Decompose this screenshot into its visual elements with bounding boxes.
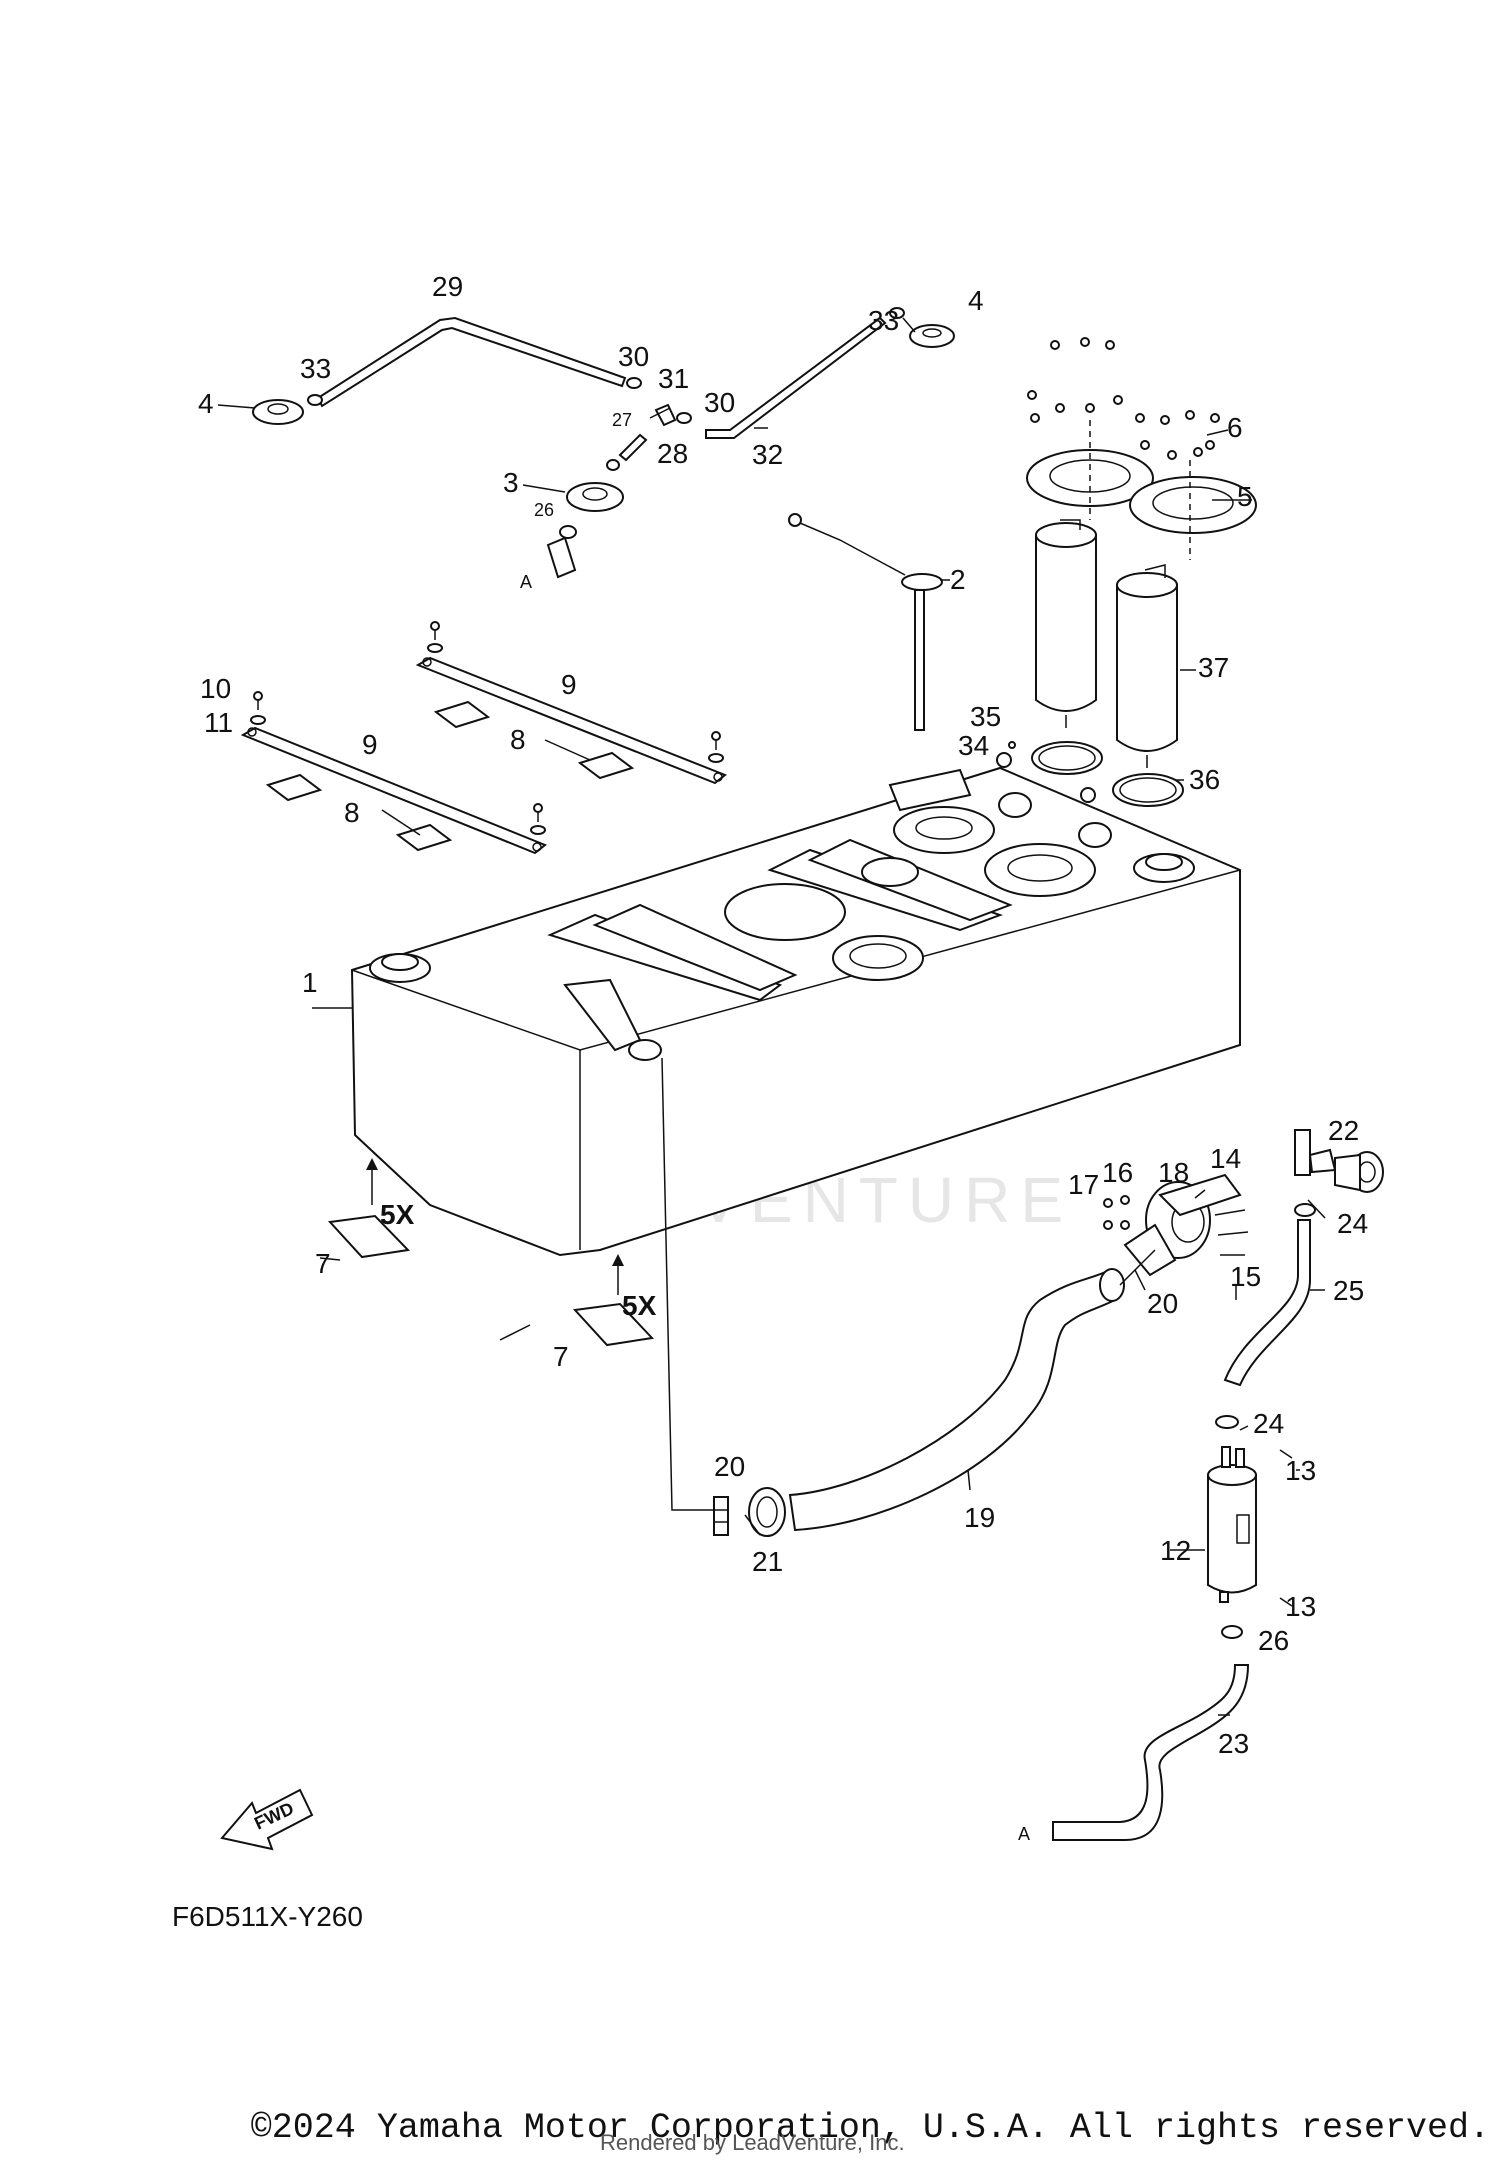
callout-7: 7 bbox=[315, 1248, 331, 1279]
charcoal-canister-12[interactable] bbox=[1207, 1446, 1257, 1603]
callout-14: 14 bbox=[1210, 1143, 1241, 1174]
callout-26b: 26 bbox=[1258, 1625, 1289, 1656]
grommet-21[interactable] bbox=[748, 1487, 786, 1537]
callout-9: 9 bbox=[362, 729, 378, 760]
callout-28: 28 bbox=[657, 438, 688, 469]
rollover-valve-22[interactable] bbox=[1294, 1129, 1384, 1193]
callout-35: 35 bbox=[970, 701, 1001, 732]
bolts-washers-10-11[interactable] bbox=[250, 621, 724, 835]
callout-numbers: 1 2 3 4 4 5 6 7 7 8 8 9 9 10 11 12 13 13… bbox=[198, 271, 1368, 1759]
diagram-code: F6D511X-Y260 bbox=[172, 1901, 363, 1932]
callout-5: 5 bbox=[1237, 481, 1253, 512]
check-valve-31-joint-28[interactable] bbox=[606, 403, 677, 471]
copyright-text: ©2024 Yamaha Motor Corporation, U.S.A. A… bbox=[250, 2108, 1490, 2148]
leader-lines bbox=[217, 317, 1326, 1716]
fuel-tank[interactable] bbox=[350, 766, 1241, 1257]
fuel-pump-37-left[interactable] bbox=[1035, 519, 1097, 728]
callout-19: 19 bbox=[964, 1502, 995, 1533]
callout-8: 8 bbox=[344, 797, 360, 828]
callout-8b: 8 bbox=[510, 724, 526, 755]
callout-15: 15 bbox=[1230, 1261, 1261, 1292]
callout-9b: 9 bbox=[561, 669, 577, 700]
callout-18: 18 bbox=[1158, 1157, 1189, 1188]
callout-22: 22 bbox=[1328, 1115, 1359, 1146]
callout-33: 33 bbox=[300, 353, 331, 384]
filler-screws-15-16-17[interactable] bbox=[1103, 1195, 1249, 1256]
hose-end bbox=[1099, 1268, 1125, 1302]
clamps-24[interactable] bbox=[1215, 1203, 1316, 1429]
hose-clamps-30-33[interactable] bbox=[307, 307, 905, 424]
leader-filler-line bbox=[661, 1057, 714, 1511]
seal-rings-36[interactable] bbox=[1031, 741, 1184, 807]
callout-24b: 24 bbox=[1253, 1408, 1284, 1439]
callout-13: 13 bbox=[1285, 1455, 1316, 1486]
callout-23: 23 bbox=[1218, 1728, 1249, 1759]
callout-21: 21 bbox=[752, 1546, 783, 1577]
callout-7b: 7 bbox=[553, 1341, 569, 1372]
vent-cap-4-right[interactable] bbox=[909, 324, 955, 348]
filler-cap-assembly-14-18[interactable] bbox=[1123, 1173, 1242, 1277]
quantity-label-left: 5X bbox=[380, 1199, 415, 1230]
vent-hose-23[interactable] bbox=[1052, 1664, 1250, 1841]
vent-hose-25[interactable] bbox=[1223, 1219, 1311, 1387]
tie-7-left[interactable] bbox=[327, 1158, 411, 1259]
callout-34: 34 bbox=[958, 730, 989, 761]
fuel-pump-37-right[interactable] bbox=[1116, 564, 1178, 768]
callout-17: 17 bbox=[1068, 1169, 1099, 1200]
connector-label-a-right: A bbox=[1018, 1824, 1030, 1844]
callout-2: 2 bbox=[950, 564, 966, 595]
callout-4b: 4 bbox=[968, 285, 984, 316]
callout-13b: 13 bbox=[1285, 1591, 1316, 1622]
callout-33b: 33 bbox=[868, 305, 899, 336]
screws-6[interactable] bbox=[1027, 337, 1220, 460]
filler-hose-19[interactable] bbox=[788, 1268, 1117, 1532]
rendered-by-text: Rendered by LeadVenture, Inc. bbox=[600, 2130, 905, 2155]
callout-1: 1 bbox=[302, 967, 318, 998]
connector-label-a-left: A bbox=[520, 572, 532, 592]
callout-25: 25 bbox=[1333, 1275, 1364, 1306]
fittings-34-35[interactable] bbox=[996, 741, 1096, 803]
callout-10: 10 bbox=[200, 673, 231, 704]
callout-3: 3 bbox=[503, 467, 519, 498]
callout-30b: 30 bbox=[704, 387, 735, 418]
breather-hose-29[interactable] bbox=[316, 316, 627, 408]
callout-4: 4 bbox=[198, 388, 214, 419]
vent-cap-4-left[interactable] bbox=[252, 399, 304, 425]
callout-12: 12 bbox=[1160, 1535, 1191, 1566]
fuel-sender-2[interactable] bbox=[788, 513, 943, 731]
callout-36: 36 bbox=[1189, 764, 1220, 795]
callout-32: 32 bbox=[752, 439, 783, 470]
callout-6: 6 bbox=[1227, 412, 1243, 443]
callout-37: 37 bbox=[1198, 652, 1229, 683]
callout-24: 24 bbox=[1337, 1208, 1368, 1239]
callout-26: 26 bbox=[534, 500, 554, 520]
quantity-label-right: 5X bbox=[622, 1290, 657, 1321]
hose-clamps-20[interactable] bbox=[713, 1496, 729, 1536]
fwd-arrow-icon: FWD bbox=[220, 1788, 314, 1851]
tie-7-right[interactable] bbox=[572, 1254, 655, 1347]
rubber-pads-8[interactable] bbox=[265, 700, 635, 852]
callout-20b: 20 bbox=[714, 1451, 745, 1482]
clips-13-26[interactable] bbox=[1221, 1449, 1293, 1639]
callout-20: 20 bbox=[1147, 1288, 1178, 1319]
callout-16: 16 bbox=[1102, 1157, 1133, 1188]
callout-31: 31 bbox=[658, 363, 689, 394]
callout-29: 29 bbox=[432, 271, 463, 302]
strap-9-left[interactable] bbox=[240, 726, 547, 855]
strap-9-right[interactable] bbox=[415, 656, 727, 785]
callout-27: 27 bbox=[612, 410, 632, 430]
vent-fitting-3[interactable] bbox=[546, 482, 624, 579]
callout-30: 30 bbox=[618, 341, 649, 372]
breather-hose-32[interactable] bbox=[705, 316, 887, 439]
callout-11: 11 bbox=[204, 707, 233, 738]
